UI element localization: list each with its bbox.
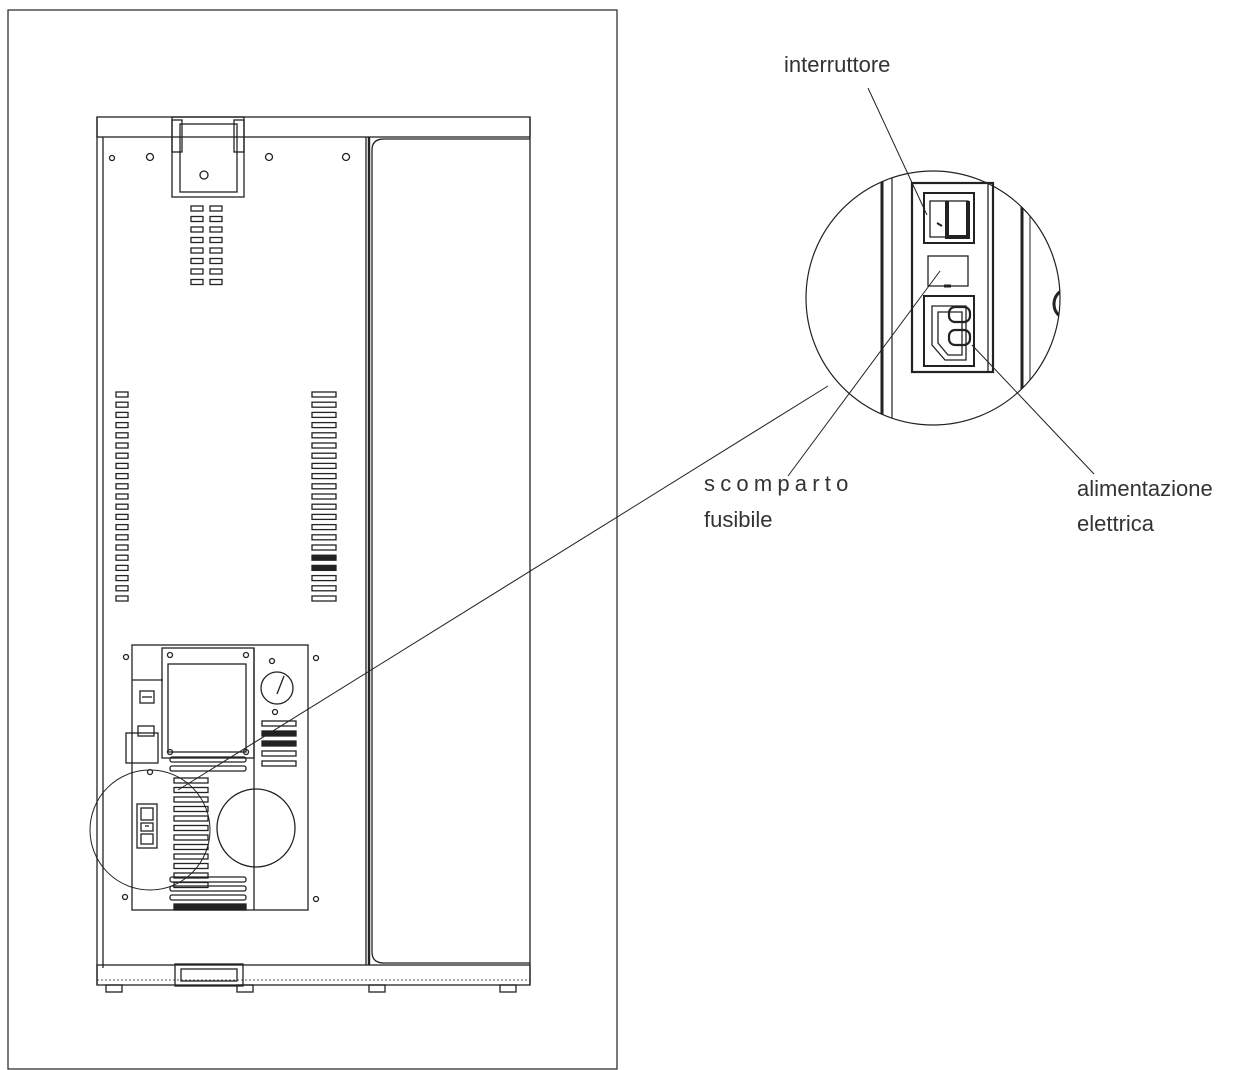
vent-slot [311,503,337,510]
vent-slot [173,824,209,832]
vent-slot [209,278,223,286]
vent-slot [261,750,297,757]
vent-slot [115,442,129,449]
vent-slot [311,391,337,398]
vent-slot [190,278,204,286]
vent-slot [115,595,129,602]
panel-slots [173,720,297,889]
label-fuse-line2: fusibile [704,507,773,532]
vent-slot [115,452,129,459]
vent-slot [311,544,337,551]
vent-slot [311,523,337,531]
vent-slot [311,513,337,521]
vent-slot [311,442,337,449]
vent-slot [311,574,337,582]
vent-slot [209,215,223,223]
vent-slot [115,503,129,510]
vent-slot [115,513,129,521]
vent-slot [115,472,129,480]
vent-slot [311,472,337,480]
vent-slot [311,564,337,572]
leader-switch [867,87,928,216]
vent-slot [115,432,129,439]
vent-slot [115,523,129,531]
vent-slot [311,401,337,408]
vent-slot [173,777,209,784]
vent-slot [261,720,297,727]
vent-slot [261,740,297,747]
leader-zoom [177,385,829,791]
label-switch: interruttore [784,52,891,77]
label-power-line1: alimentazione [1077,476,1213,501]
vent-slot [190,268,204,275]
vent-slot [115,483,129,490]
vent-slot [311,595,337,602]
vent-slot [173,881,209,889]
vent-slot [173,872,209,879]
leader-fuse [787,270,941,477]
vent-slot [173,796,209,803]
vent-slot [190,257,204,265]
detail-marker-circle [89,769,211,891]
label-fuse-line1: scomparto [704,471,854,496]
stove-body [96,116,531,993]
vent-slot [190,205,204,212]
vent-slot [311,411,337,419]
vent-slot [190,215,204,223]
label-power-line2: elettrica [1077,511,1155,536]
vent-slot [311,462,337,470]
vent-slot [173,843,209,851]
vent-slot [209,226,223,233]
vent-slot [209,236,223,244]
vent-slot [173,805,209,813]
vent-slot [209,257,223,265]
vent-slot [311,585,337,592]
vent-slot [173,834,209,841]
vent-slot [173,786,209,794]
vent-slot [115,585,129,592]
vent-slot [261,760,297,767]
vent-slot [311,421,337,429]
vent-slot [311,534,337,541]
vent-slot [311,483,337,490]
vent-slot [173,853,209,860]
vent-slot [173,815,209,822]
vent-slot [115,493,129,500]
vent-slot [173,862,209,870]
vent-slot [115,401,129,408]
vent-slot [311,452,337,459]
control-panel [121,644,320,911]
vent-slot [115,564,129,572]
vent-slot [261,730,297,737]
vent-slot [115,462,129,470]
vent-slot [115,554,129,561]
vent-slot [190,247,204,254]
vent-slot [209,247,223,254]
outer-frame [7,9,618,1070]
vent-slot [190,226,204,233]
vent-slot [115,574,129,582]
vent-slot [311,554,337,561]
vent-slot [209,205,223,212]
vent-slot [311,493,337,500]
vent-slot [115,421,129,429]
vent-slot [311,432,337,439]
leader-power [971,344,1095,475]
vent-slot [190,236,204,244]
vent-slot [115,411,129,419]
vent-slot [209,268,223,275]
zoom-detail [805,170,1061,426]
ventilation-slots [115,205,337,602]
vent-slot [115,391,129,398]
vent-slot [115,534,129,541]
vent-slot [115,544,129,551]
